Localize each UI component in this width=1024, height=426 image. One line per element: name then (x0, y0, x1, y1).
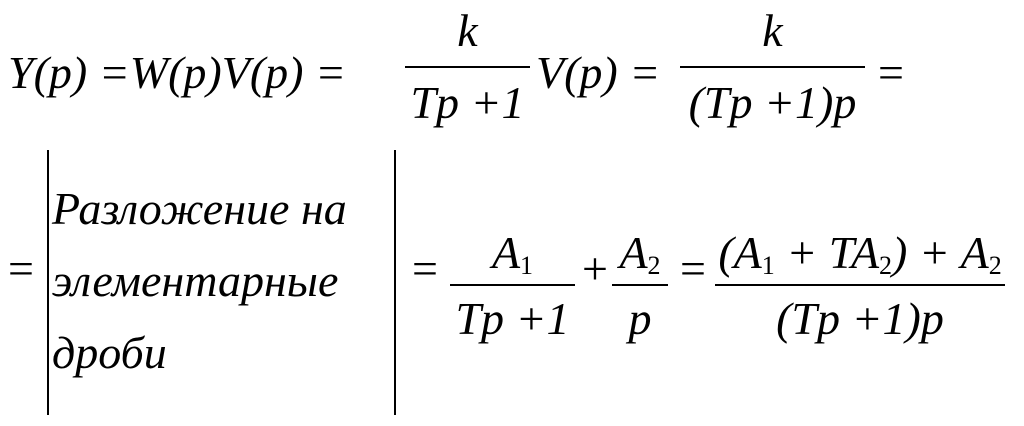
fraction-4-numerator: A2 (619, 227, 661, 280)
fraction-3-bar (450, 284, 575, 286)
fraction-1-denominator: Tp +1 (410, 77, 525, 128)
equals-start: = (8, 243, 34, 294)
plus-sign: + (582, 243, 608, 294)
note-line-2: элементарные (52, 255, 339, 306)
left-abs-bar (47, 150, 49, 415)
fraction-5-numerator: (A1 + TA2) + A2 (718, 227, 1002, 280)
note-line-3: дроби (52, 327, 167, 378)
fraction-1-bar (405, 66, 530, 68)
lhs-expression: Y(p) =W(p)V(p) = (8, 47, 346, 98)
mid-expression: V(p) = (536, 47, 661, 98)
fraction-1-numerator: k (457, 5, 478, 56)
fraction-2-numerator: k (762, 5, 783, 56)
note-line-1: Разложение на (52, 183, 347, 234)
right-abs-bar (394, 150, 396, 415)
equals-end: = (878, 47, 904, 98)
fraction-4-denominator: p (628, 293, 652, 344)
fraction-5-denominator: (Tp +1)p (776, 293, 944, 344)
equals-1: = (412, 243, 438, 294)
fraction-5-bar (715, 284, 1005, 286)
fraction-2-denominator: (Tp +1)p (688, 77, 857, 128)
equals-2: = (680, 243, 706, 294)
fraction-3-denominator: Tp +1 (455, 293, 570, 344)
fraction-3-numerator: A1 (491, 227, 534, 280)
fraction-4-bar (612, 284, 668, 286)
fraction-2-bar (680, 66, 865, 68)
